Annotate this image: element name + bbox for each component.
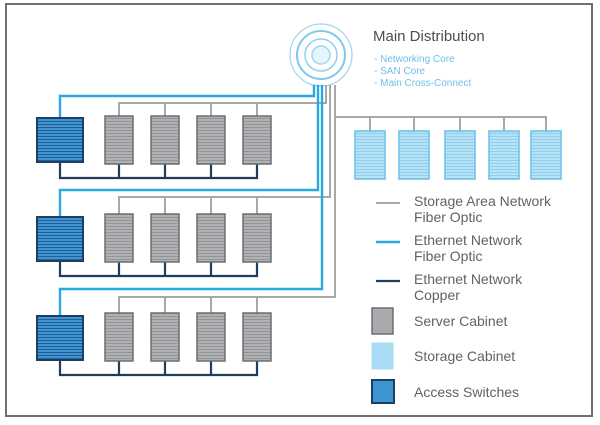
- legend-storage-cabinet-label: Storage Cabinet: [414, 348, 515, 364]
- storage-cabinet: [444, 130, 476, 180]
- cabinet-row-3: [36, 312, 272, 362]
- cabinet-row-1: [36, 115, 272, 165]
- legend-eth-fiber-label-2: Fiber Optic: [414, 248, 482, 264]
- storage-cabinet: [530, 130, 562, 180]
- legend: Storage Area Network Fiber Optic Etherne…: [371, 193, 552, 404]
- legend-san-fiber-label-1: Storage Area Network: [414, 193, 552, 209]
- server-cabinet: [150, 312, 180, 362]
- main-distribution-hub: [289, 23, 353, 87]
- legend-access-switches-label: Access Switches: [414, 384, 519, 400]
- server-cabinet: [242, 115, 272, 165]
- main-distribution-item-2: - SAN Core: [374, 66, 426, 77]
- storage-cabinet: [398, 130, 430, 180]
- main-distribution-title: Main Distribution: [373, 28, 485, 45]
- server-cabinet: [104, 213, 134, 263]
- legend-san-fiber-label-2: Fiber Optic: [414, 209, 482, 225]
- server-cabinet: [196, 312, 226, 362]
- hub-core: [311, 45, 331, 65]
- san-fiber-line: [118, 85, 547, 314]
- legend-storage-cabinet-swatch: [371, 342, 394, 370]
- legend-server-cabinet-swatch: [371, 307, 394, 335]
- legend-eth-copper-label-1: Ethernet Network: [414, 271, 523, 287]
- storage-cabinet: [354, 130, 386, 180]
- cabinet-row-2: [36, 213, 272, 263]
- eth-copper-line: [58, 160, 259, 377]
- server-cabinet: [242, 312, 272, 362]
- access-switch: [36, 216, 84, 262]
- main-distribution-item-3: - Main Cross-Connect: [374, 78, 471, 89]
- legend-eth-fiber-label-1: Ethernet Network: [414, 232, 523, 248]
- server-cabinet: [196, 115, 226, 165]
- server-cabinet: [104, 115, 134, 165]
- access-switch: [36, 117, 84, 163]
- connections: [58, 84, 547, 377]
- storage-row: [354, 130, 562, 180]
- server-cabinet: [104, 312, 134, 362]
- eth-fiber-line: [58, 84, 324, 318]
- access-switch: [36, 315, 84, 361]
- server-cabinet: [150, 213, 180, 263]
- server-cabinet: [196, 213, 226, 263]
- server-cabinet: [150, 115, 180, 165]
- server-cabinet: [242, 213, 272, 263]
- storage-cabinet: [488, 130, 520, 180]
- legend-access-switches-swatch: [371, 379, 395, 404]
- legend-server-cabinet-label: Server Cabinet: [414, 313, 507, 329]
- legend-eth-copper-label-2: Copper: [414, 287, 460, 303]
- main-distribution-item-1: - Networking Core: [374, 54, 455, 65]
